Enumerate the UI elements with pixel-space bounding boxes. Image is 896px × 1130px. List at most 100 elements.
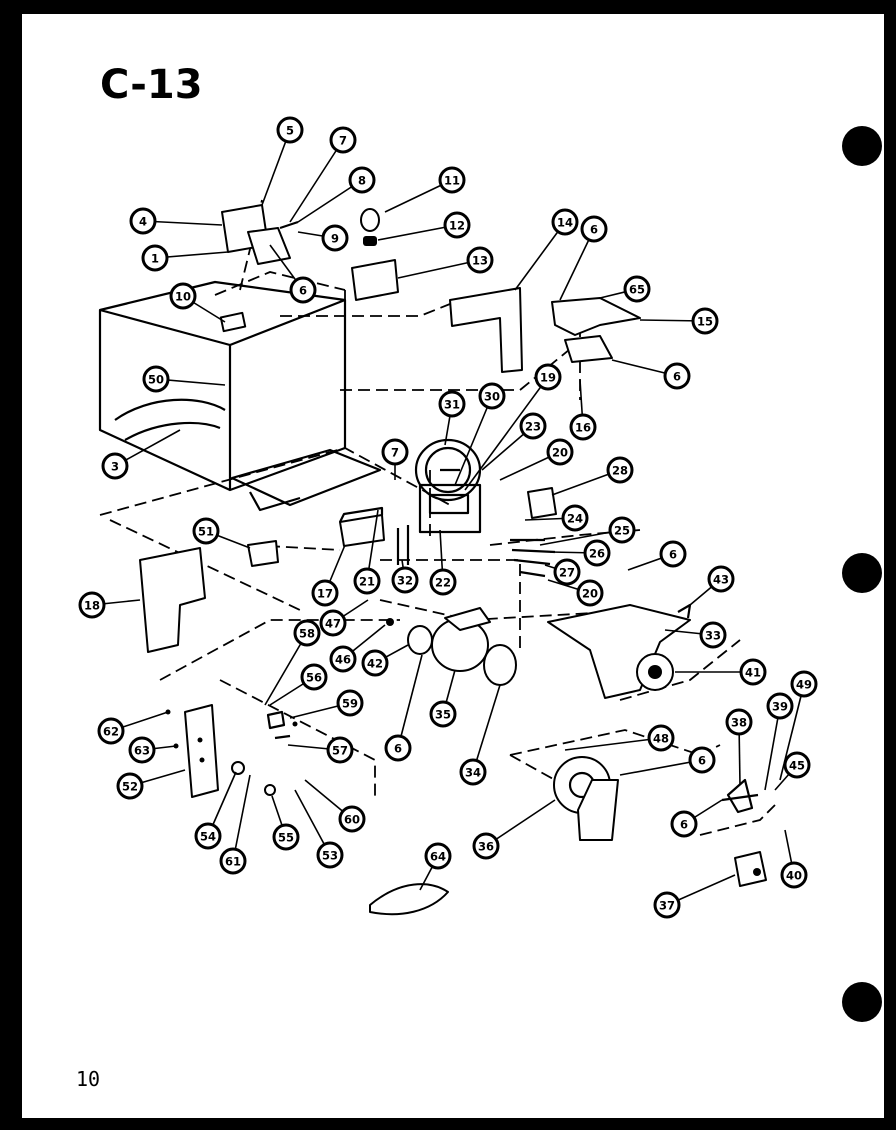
callout-leader (397, 259, 481, 279)
callout-c9: 9 (297, 224, 349, 252)
binder-hole-middle (842, 553, 882, 593)
callout-circle (129, 207, 157, 235)
cabinet-cavity (98, 280, 347, 492)
callout-circle (336, 689, 364, 717)
callout-number: 36 (478, 840, 494, 854)
callout-number: 26 (589, 547, 605, 561)
callout-c59: 59 (289, 689, 364, 719)
callout-c52: 52 (116, 769, 186, 800)
callout-circle (472, 832, 500, 860)
callout-number: 6 (299, 284, 307, 298)
binder-hole-bottom (842, 982, 882, 1022)
callout-circle (534, 363, 562, 391)
cover-33 (547, 603, 692, 699)
callout-circle (361, 649, 389, 677)
callout-c22: 22 (429, 529, 457, 596)
callout-c3: 3 (101, 429, 181, 480)
callout-c10: 10 (169, 282, 226, 323)
callout-circle (300, 663, 328, 691)
callout-leader (514, 221, 566, 291)
callout-number: 20 (582, 587, 598, 601)
callout-number: 11 (444, 174, 460, 188)
callout-number: 40 (786, 869, 802, 883)
callout-number: 10 (175, 290, 191, 304)
terminal-group (510, 538, 556, 578)
callout-circle (670, 810, 698, 838)
callout-number: 59 (342, 697, 358, 711)
callout-c27: 27 (544, 558, 581, 586)
callout-number: 46 (335, 653, 351, 667)
callout-circle (663, 362, 691, 390)
callout-number: 5 (286, 124, 294, 138)
callout-circle (438, 390, 466, 418)
callout-number: 16 (575, 421, 591, 435)
callout-c7a: 7 (289, 126, 357, 223)
callout-c31: 31 (438, 390, 466, 446)
callout-leader (289, 139, 344, 223)
callout-c53: 53 (294, 789, 344, 869)
callout-circle (326, 736, 354, 764)
callout-c25: 25 (539, 516, 636, 546)
callout-circle (725, 708, 753, 736)
callout-circle (353, 567, 381, 595)
callout-circle (438, 166, 466, 194)
relay-28 (527, 487, 557, 519)
callout-circle (192, 517, 220, 545)
callout-number: 39 (772, 700, 788, 714)
callout-number: 51 (198, 525, 214, 539)
callout-number: 45 (789, 759, 805, 773)
callout-c39: 39 (764, 692, 794, 791)
callout-c16: 16 (569, 379, 597, 441)
callout-circle (553, 558, 581, 586)
callout-c33: 33 (664, 621, 727, 649)
callout-c7b: 7 (381, 438, 409, 480)
fan-motor (386, 607, 517, 686)
callout-circle (293, 619, 321, 647)
callout-number: 37 (659, 899, 675, 913)
callout-number: 12 (449, 219, 465, 233)
callout-circle (739, 658, 767, 686)
callout-number: 30 (484, 390, 500, 404)
callout-number: 38 (731, 716, 747, 730)
callout-number: 21 (359, 575, 375, 589)
callout-circle (97, 717, 125, 745)
callout-c20b: 20 (547, 579, 604, 607)
callout-circle (384, 734, 412, 762)
callout-number: 64 (430, 850, 446, 864)
callout-number: 15 (697, 315, 713, 329)
bracket-51 (247, 540, 279, 567)
callout-c32: 32 (391, 559, 419, 594)
callout-circle (551, 208, 579, 236)
callout-circle (580, 215, 608, 243)
callout-circle (321, 224, 349, 252)
callout-number: 35 (435, 708, 451, 722)
callout-c30: 30 (454, 382, 506, 486)
callout-c61: 61 (219, 774, 251, 875)
callout-c56: 56 (269, 663, 328, 706)
callout-c6c: 6 (611, 359, 691, 390)
callout-c6a: 6 (269, 244, 317, 304)
scan-border-left (0, 0, 22, 1130)
callout-number: 49 (796, 678, 812, 692)
callout-number: 56 (306, 671, 322, 685)
callout-leader (464, 376, 549, 491)
callout-c47: 47 (319, 599, 369, 637)
callout-number: 31 (444, 398, 460, 412)
callout-number: 57 (332, 744, 348, 758)
callout-number: 24 (567, 512, 583, 526)
callout-number: 43 (713, 573, 729, 587)
callout-number: 61 (225, 855, 241, 869)
callout-c8: 8 (297, 166, 376, 223)
callout-number: 28 (612, 464, 628, 478)
callout-circle (790, 670, 818, 698)
callout-c12: 12 (377, 211, 471, 241)
callout-circle (561, 504, 589, 532)
callout-c34: 34 (459, 684, 501, 786)
callout-number: 33 (705, 629, 721, 643)
callout-circle (311, 579, 339, 607)
callout-number: 42 (367, 657, 383, 671)
callout-number: 14 (557, 216, 573, 230)
callout-circle (583, 539, 611, 567)
callout-circle (289, 276, 317, 304)
